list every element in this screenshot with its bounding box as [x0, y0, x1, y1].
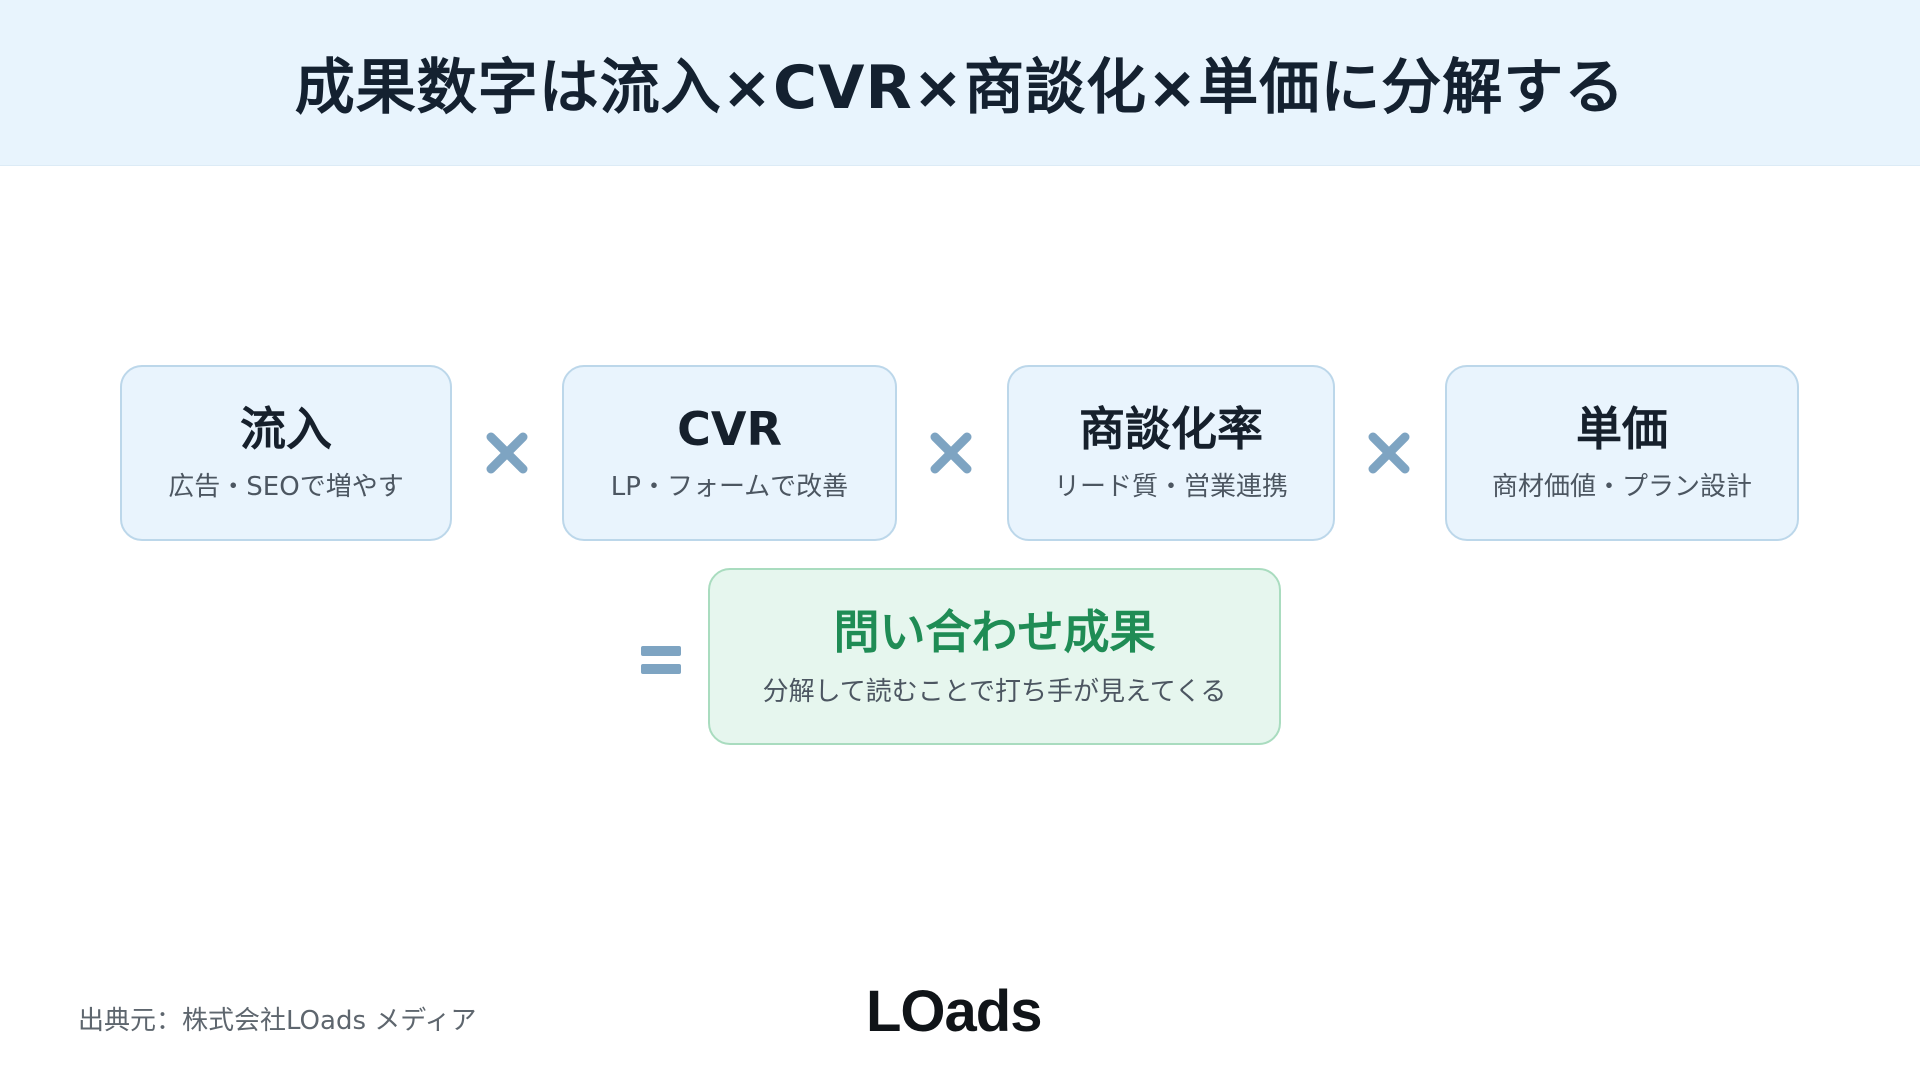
factor-subtitle: リード質・営業連携: [1053, 472, 1288, 502]
multiply-icon: [470, 416, 544, 490]
result-title: 問い合わせ成果: [833, 604, 1156, 659]
factor-box-deal-rate: 商談化率 リード質・営業連携: [1007, 365, 1335, 541]
factor-box-unit-price: 単価 商材価値・プラン設計: [1445, 365, 1799, 541]
factor-title: CVR: [677, 402, 782, 457]
multiply-icon: [914, 416, 988, 490]
result-box: 問い合わせ成果 分解して読むことで打ち手が見えてくる: [708, 568, 1281, 745]
factor-title: 流入: [240, 402, 332, 457]
factor-box-inflow: 流入 広告・SEOで増やす: [120, 365, 452, 541]
source-credit: 出典元：株式会社LOads メディア: [78, 1006, 477, 1036]
result-subtitle: 分解して読むことで打ち手が見えてくる: [762, 676, 1227, 707]
factor-box-cvr: CVR LP・フォームで改善: [562, 365, 897, 541]
factor-title: 商談化率: [1079, 402, 1263, 457]
equals-icon: [624, 620, 698, 700]
factor-subtitle: 商材価値・プラン設計: [1491, 472, 1752, 502]
page-title: 成果数字は流入×CVR×商談化×単価に分解する: [294, 53, 1626, 123]
header-banner: 成果数字は流入×CVR×商談化×単価に分解する: [0, 0, 1920, 166]
factor-subtitle: LP・フォームで改善: [610, 472, 849, 502]
multiply-icon: [1352, 416, 1426, 490]
loads-logo: LOads: [866, 978, 1042, 1044]
factor-subtitle: 広告・SEOで増やす: [168, 472, 404, 502]
factor-title: 単価: [1576, 402, 1668, 457]
